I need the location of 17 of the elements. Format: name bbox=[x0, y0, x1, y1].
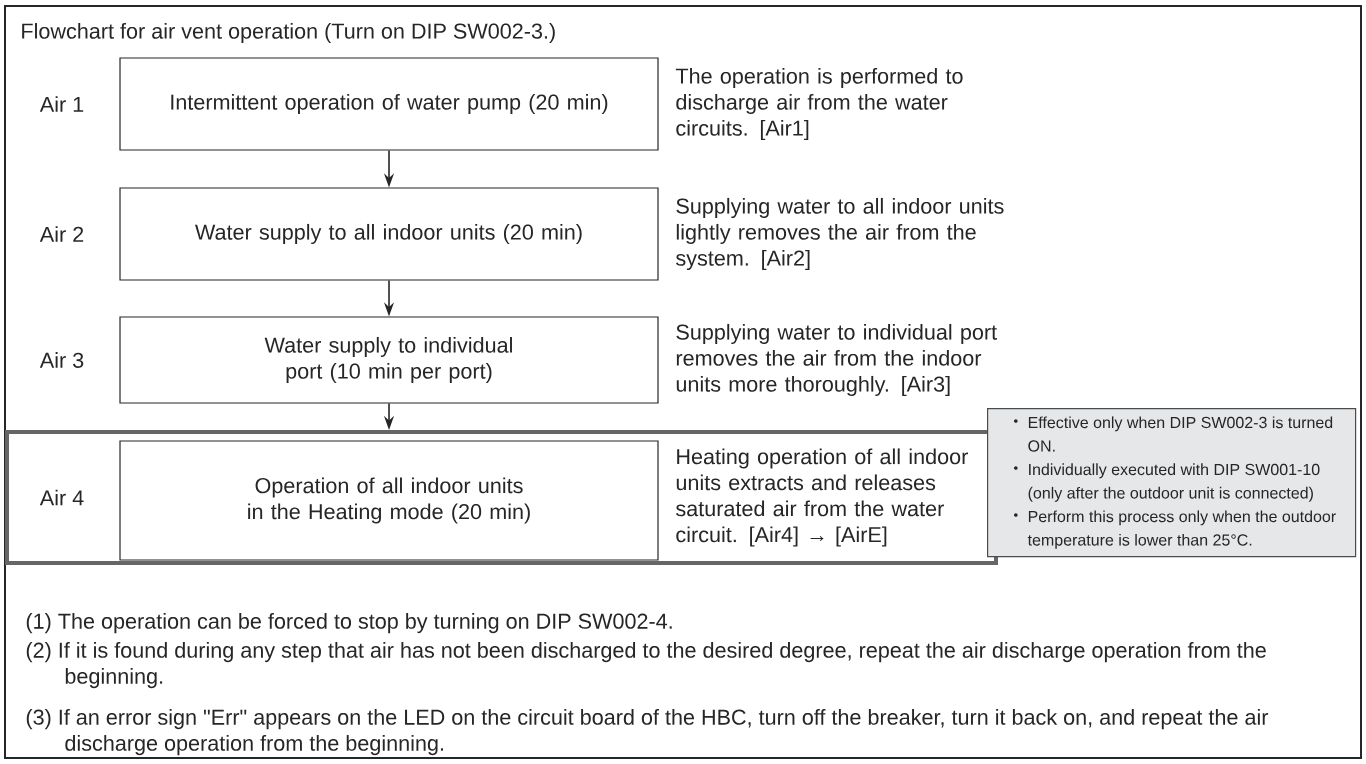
description: The operation is performed to discharge air from the water circuits. [Air1] bbox=[675, 67, 963, 141]
process-box: Intermittent operation of water pump (20 min) bbox=[119, 57, 659, 151]
step-label: Air 4 bbox=[39, 489, 84, 506]
description: Supplying water to all indoor units lightly removes the air from the system. [Air2] bbox=[676, 197, 1004, 271]
description: Supplying water to individual port removes the air from the indoor units more thoroughly. [Air3] bbox=[676, 323, 997, 397]
process-box: Operation of all indoor units in the Heating mode (20 min) bbox=[119, 440, 659, 561]
process-box: Water supply to individual port (10 min per port) bbox=[119, 316, 659, 404]
process-box: Water supply to all indoor units (20 min) bbox=[119, 187, 659, 281]
step-label: Air 2 bbox=[39, 226, 84, 242]
title: Flowchart for air vent operation (Turn on DIP SW002-3.) bbox=[22, 22, 555, 44]
note: (2) If it is found during any step that air has not been discharged to the desired degree, repeat the air discharge operation from the beginning. bbox=[26, 642, 1266, 689]
note: (3) If an error sign "Err" appears on the LED on the circuit board of the HBC, turn off the breaker, turn it back on, and repeat the air discharge operation from the beginning. bbox=[26, 709, 1269, 756]
description: Heating operation of all indoor units extracts and releases saturated air from the water circuit. [Air4] → [AirE] bbox=[676, 448, 968, 547]
step-label: Air 3 bbox=[39, 352, 84, 368]
note-box: Effective only when DIP SW002-3 is turned ON. Individually executed with DIP SW001-10 (only after the outdoor unit is connected) Perform this process only when the outdoor temperature is lower than 25°C. bbox=[987, 408, 1357, 558]
note: (1) The operation can be forced to stop by turning on DIP SW002-4. bbox=[26, 613, 672, 634]
step-label: Air 1 bbox=[39, 96, 84, 112]
